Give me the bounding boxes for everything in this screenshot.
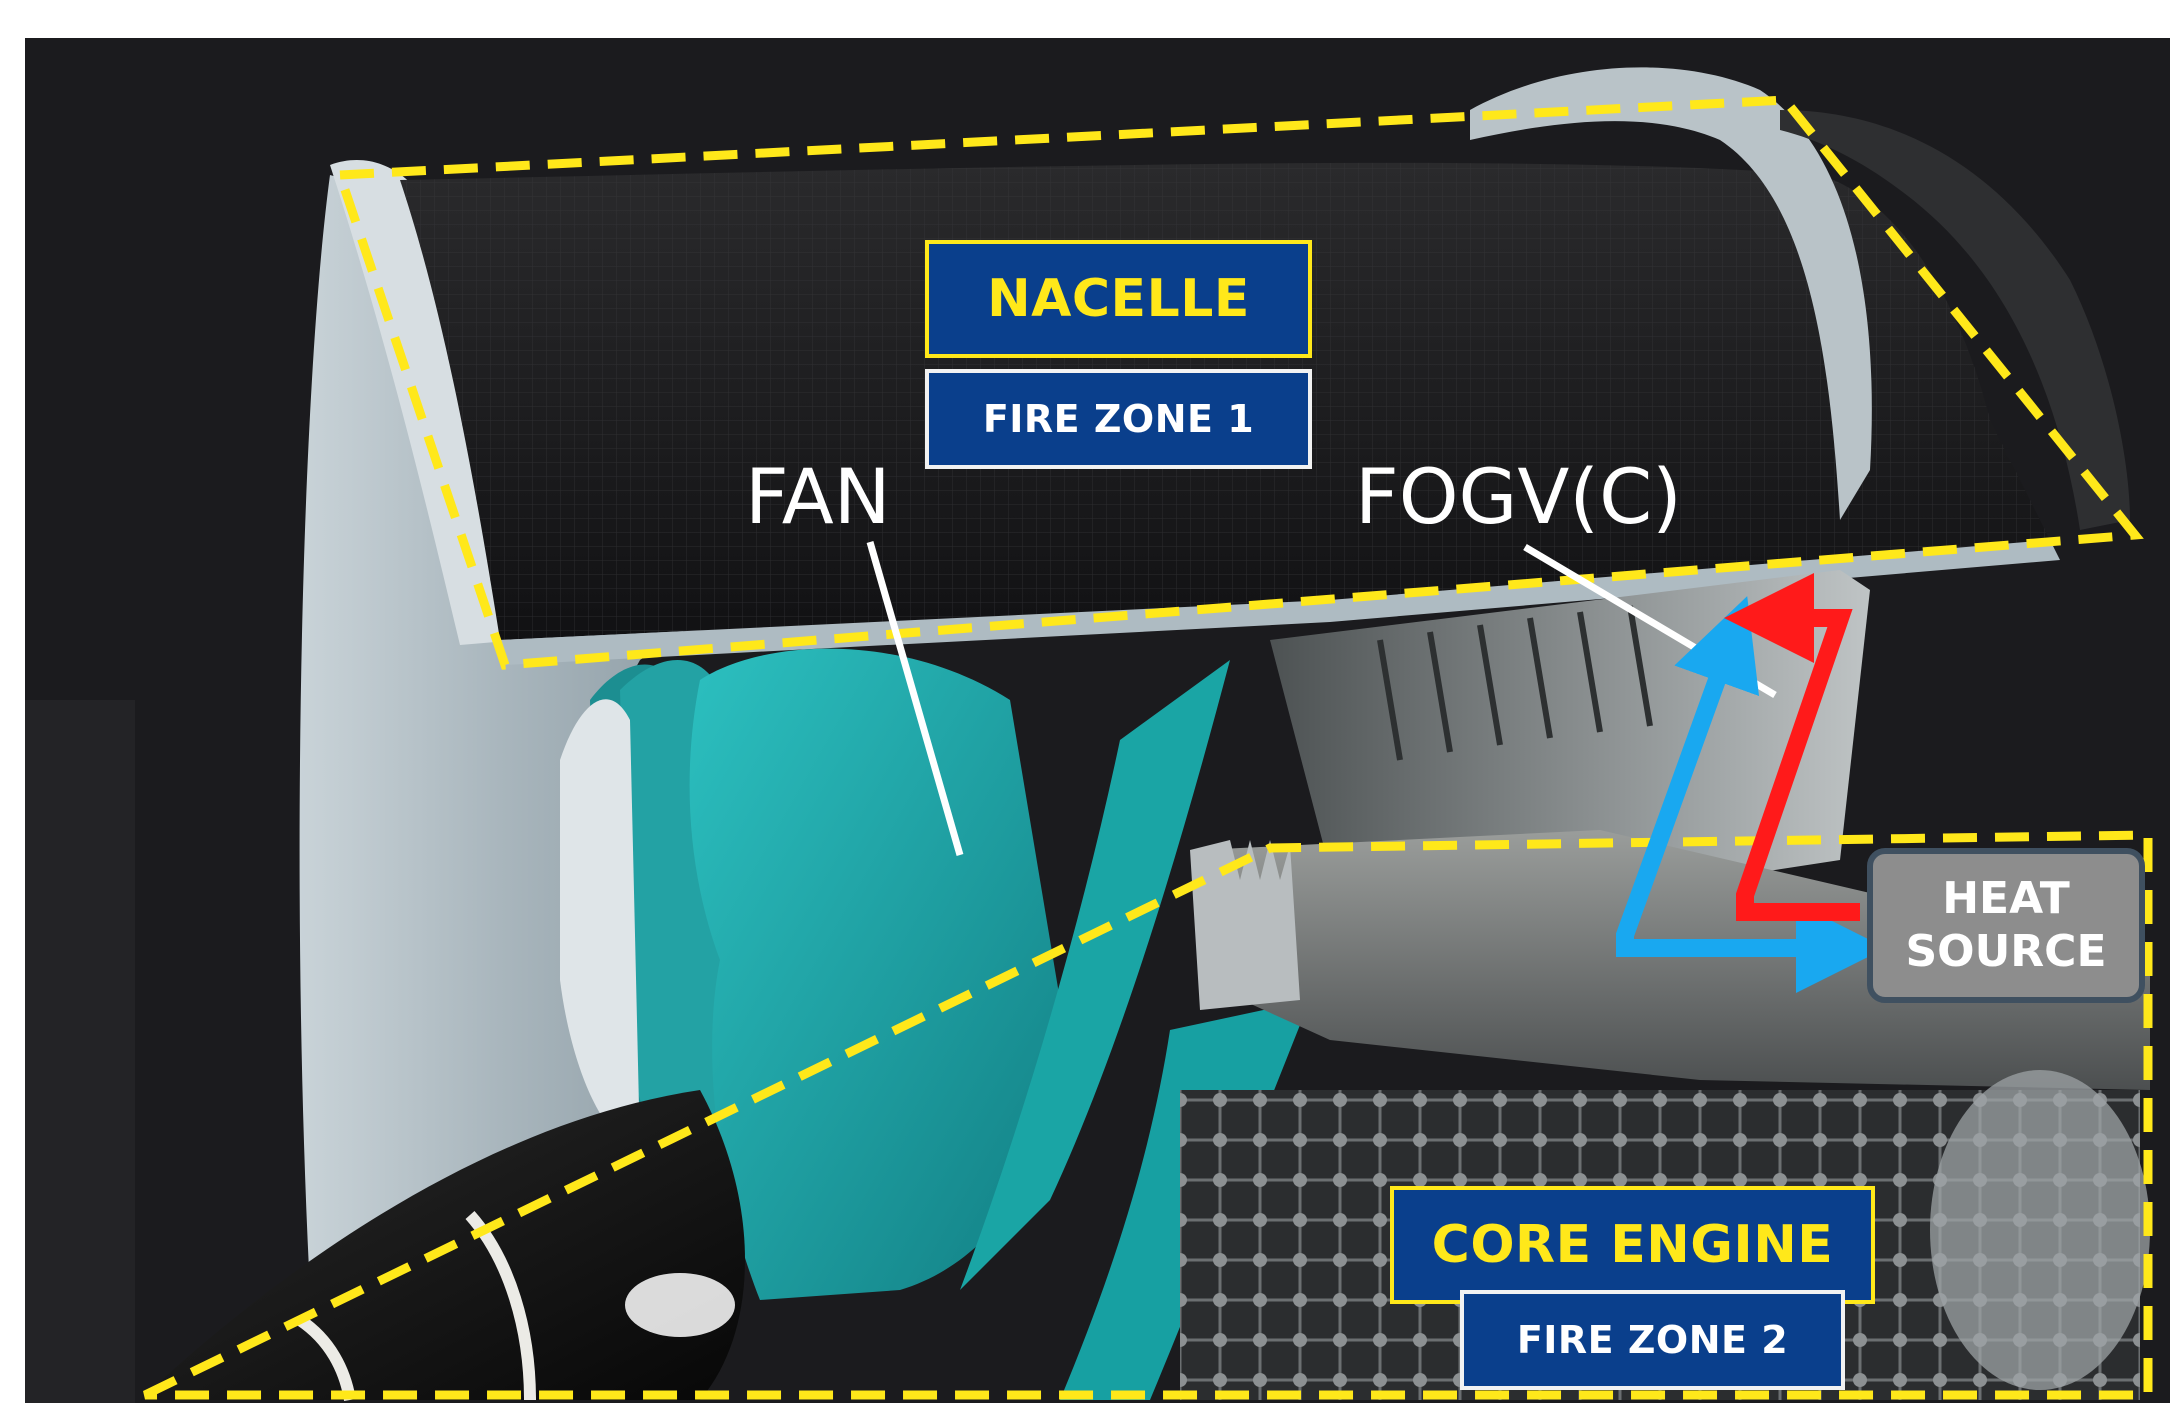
fan-blade [689, 648, 1061, 1300]
fan-label: FAN [745, 452, 891, 541]
nacelle-zone-outline [333, 95, 2144, 670]
fogv-label: FOGV(C) [1355, 452, 1682, 541]
heat-source-line-2: SOURCE [1905, 925, 2107, 977]
fire-zone-1-label: FIRE ZONE 1 [925, 369, 1312, 469]
core-engine-zone-outline [143, 830, 2153, 1400]
fire-zone-2-label: FIRE ZONE 2 [1460, 1290, 1845, 1390]
nacelle-lip [330, 160, 520, 645]
background-shadow-step [25, 700, 135, 1403]
fogv-vane-lines [1377, 605, 1653, 761]
nacelle-rear-rings [1470, 67, 1872, 520]
heat-source-box: HEAT SOURCE [1867, 848, 2145, 1003]
fan-blade-secondary [960, 660, 1230, 1290]
heat-source-line-1: HEAT [1942, 872, 2070, 924]
core-turbine-disc [1930, 1070, 2150, 1390]
fan-leader-line [866, 541, 964, 856]
core-compressor-teeth [1190, 840, 1300, 1010]
nacelle-label: NACELLE [925, 240, 1312, 358]
core-engine-label: CORE ENGINE [1390, 1186, 1875, 1304]
spinner-highlight [625, 1273, 735, 1337]
spinner-stripe-1 [296, 1315, 356, 1402]
cold-flow-arrow [1616, 596, 1886, 993]
hot-flow-arrow [1724, 573, 1860, 921]
